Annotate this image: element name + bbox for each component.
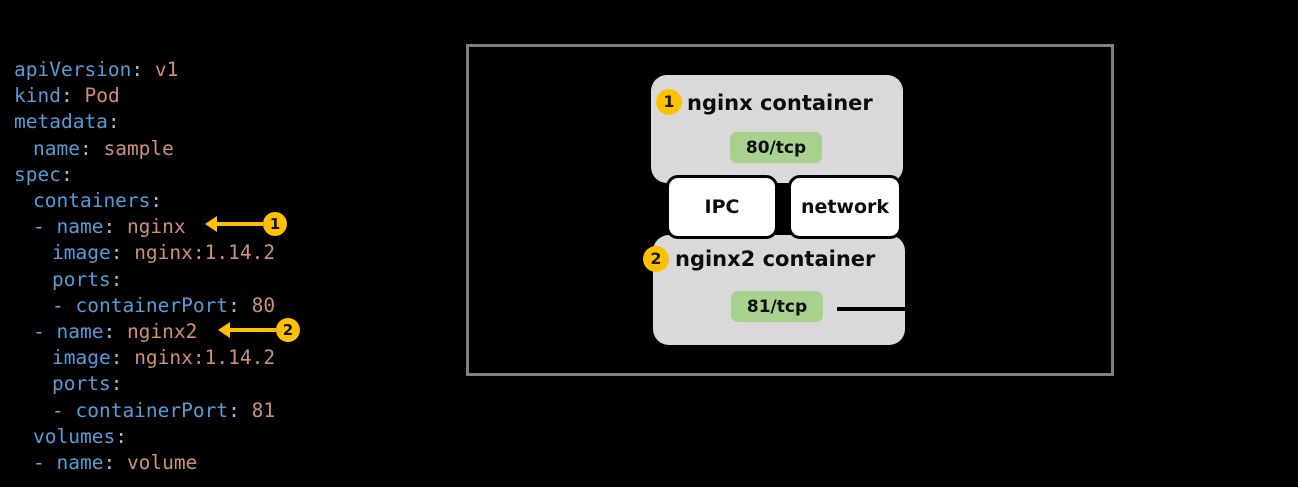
yaml-list-dash: - — [33, 451, 57, 474]
yaml-colon: : — [110, 241, 123, 265]
yaml-colon: : — [110, 346, 123, 370]
port-chip-81-tcp: 81/tcp — [731, 291, 823, 322]
yaml-colon: : — [60, 162, 73, 186]
yaml-colon: : — [107, 110, 120, 134]
yaml-colon: : — [150, 189, 163, 212]
yaml-key: name — [33, 136, 80, 160]
yaml-value: v1 — [143, 58, 179, 81]
yaml-colon: : — [228, 293, 240, 317]
yaml-colon: : — [228, 398, 240, 422]
yaml-value: nginx — [115, 215, 186, 239]
container-box-nginx2: 2 nginx2 container 81/tcp — [643, 235, 925, 345]
yaml-value: Pod — [72, 84, 120, 108]
yaml-colon: : — [79, 136, 92, 160]
yaml-list-dash: - — [33, 320, 57, 343]
arrow-shaft — [1009, 149, 1088, 153]
callout-2: 2 — [218, 315, 300, 345]
yaml-list-dash: - — [52, 398, 76, 422]
yaml-line: metadata: — [14, 109, 120, 135]
yaml-key: containerPort — [75, 293, 229, 317]
arrow-shaft — [228, 328, 276, 332]
pod-diagram-frame: 1 nginx container 80/tcp 2 nginx2 contai… — [466, 44, 1114, 376]
yaml-key: volumes — [33, 424, 116, 448]
yaml-colon: : — [110, 267, 123, 291]
yaml-key: name — [56, 215, 104, 239]
yaml-line: image: nginx:1.14.2 — [14, 240, 275, 266]
container-title-nginx2: nginx2 container — [675, 247, 876, 271]
yaml-value: nginx2 — [115, 320, 198, 343]
arrow-head-icon — [996, 143, 1011, 159]
callout-2-badge: 2 — [276, 318, 300, 342]
container-title-nginx: nginx container — [687, 91, 873, 115]
yaml-line: image: nginx:1.14.2 — [14, 345, 275, 371]
arrow-head-icon — [218, 322, 230, 338]
yaml-key: spec — [14, 162, 61, 186]
yaml-line: containers: — [14, 188, 162, 214]
yaml-line: - name: volume — [14, 450, 197, 476]
callout-1: 1 — [205, 209, 287, 239]
yaml-line: ports: — [14, 371, 122, 397]
arrow-shaft — [837, 307, 912, 311]
yaml-list-dash: - — [52, 293, 76, 317]
yaml-value: nginx:1.14.2 — [122, 241, 276, 265]
yaml-key: metadata — [14, 110, 108, 134]
arrow-head-icon — [910, 301, 925, 317]
yaml-line: name: sample — [14, 136, 174, 162]
yaml-line: - name: nginx2 — [14, 319, 197, 345]
callout-1-arrow — [205, 209, 263, 239]
arrow-head-icon — [205, 216, 217, 232]
yaml-line: - name: nginx — [14, 214, 186, 240]
yaml-key: containerPort — [75, 398, 229, 422]
yaml-line: ports: — [14, 267, 122, 293]
yaml-line: kind: Pod — [14, 83, 120, 109]
yaml-key: apiVersion — [14, 58, 132, 81]
yaml-key: ports — [52, 267, 111, 291]
yaml-colon: : — [103, 320, 116, 343]
yaml-value: nginx:1.14.2 — [122, 346, 276, 370]
yaml-value: 80 — [239, 293, 276, 317]
container-badge-1: 1 — [656, 89, 682, 115]
yaml-line: volumes: — [14, 424, 127, 450]
yaml-line: spec: — [14, 162, 73, 188]
port-chip-80-tcp: 80/tcp — [730, 132, 822, 163]
yaml-colon: : — [110, 372, 123, 396]
yaml-key: image — [52, 241, 111, 265]
yaml-line: - containerPort: 80 — [14, 293, 275, 319]
yaml-colon: : — [131, 58, 144, 81]
yaml-colon: : — [115, 424, 127, 448]
yaml-key: kind — [14, 84, 61, 108]
yaml-value: volume — [115, 451, 198, 474]
yaml-key: ports — [52, 372, 111, 396]
shared-namespace-ipc: IPC — [666, 175, 778, 239]
yaml-key: containers — [33, 189, 151, 212]
yaml-value: sample — [91, 136, 174, 160]
yaml-key: name — [56, 451, 104, 474]
yaml-colon: : — [103, 215, 116, 239]
yaml-key: name — [56, 320, 104, 343]
yaml-list-dash: - — [33, 215, 57, 239]
yaml-colon: : — [103, 451, 116, 474]
yaml-line: apiVersion: v1 — [14, 57, 178, 83]
shared-namespace-network: network — [788, 175, 902, 239]
container-box-nginx: 1 nginx container 80/tcp — [651, 75, 1088, 183]
yaml-line: - containerPort: 81 — [14, 398, 275, 424]
callout-1-badge: 1 — [263, 212, 287, 236]
container-badge-2: 2 — [643, 246, 669, 272]
yaml-value: 81 — [239, 398, 276, 422]
yaml-key: image — [52, 346, 111, 370]
yaml-colon: : — [60, 84, 73, 108]
callout-2-arrow — [218, 315, 276, 345]
arrow-shaft — [215, 222, 263, 226]
